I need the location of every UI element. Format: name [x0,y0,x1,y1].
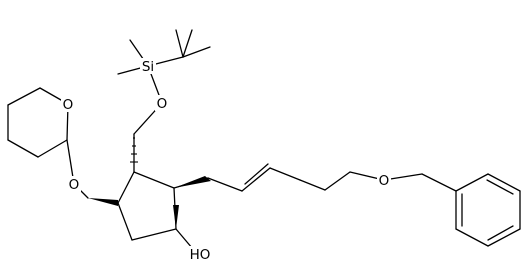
silicon-label: Si [142,59,154,75]
wedge-bond [174,176,211,188]
benzene-bond [455,228,489,247]
wedge-bond [88,198,118,206]
benzene-inner-double-bond [486,179,514,195]
alkene-bond [241,167,271,192]
side-chain [173,163,457,192]
hash-bond [130,137,138,163]
cyclopentane-core [117,133,199,256]
thp-bond [7,139,39,158]
thp-bond [37,139,68,158]
hydroxyl-label: HO [190,247,211,263]
tbutyl-methyl-bond [182,46,211,58]
c5-c4-bond [117,202,133,241]
benzene-inner-double-bond [487,225,514,241]
tbutyl-methyl-bond [182,29,193,58]
tbs-group [117,29,211,135]
chain-bond [299,179,326,191]
chain-bond [269,167,301,181]
tbutyl-methyl-bond [175,29,184,58]
benzene-bond [487,228,521,247]
benzyl-ether-oxygen-label: O [379,173,390,189]
c3-c2-bond [133,171,175,189]
chain-bond [324,171,351,191]
benzene-bond [455,173,489,192]
c3-c4-bond [117,171,135,204]
alkene-second-line [244,163,269,185]
chain-bond [207,177,243,192]
thp-link-oxygen-label: O [69,177,80,193]
benzene-bond [487,173,521,192]
c1-c5-bond [131,228,177,241]
benzene-ring [455,173,521,247]
atom-labels: Si O O O O HO [61,58,391,263]
thp-bond [7,87,41,106]
thp-ring-oxygen-label: O [63,97,74,113]
silyl-ether-oxygen-label: O [157,96,168,112]
wedge-bond [173,205,179,229]
benzyl-phenyl-bond [421,173,457,192]
